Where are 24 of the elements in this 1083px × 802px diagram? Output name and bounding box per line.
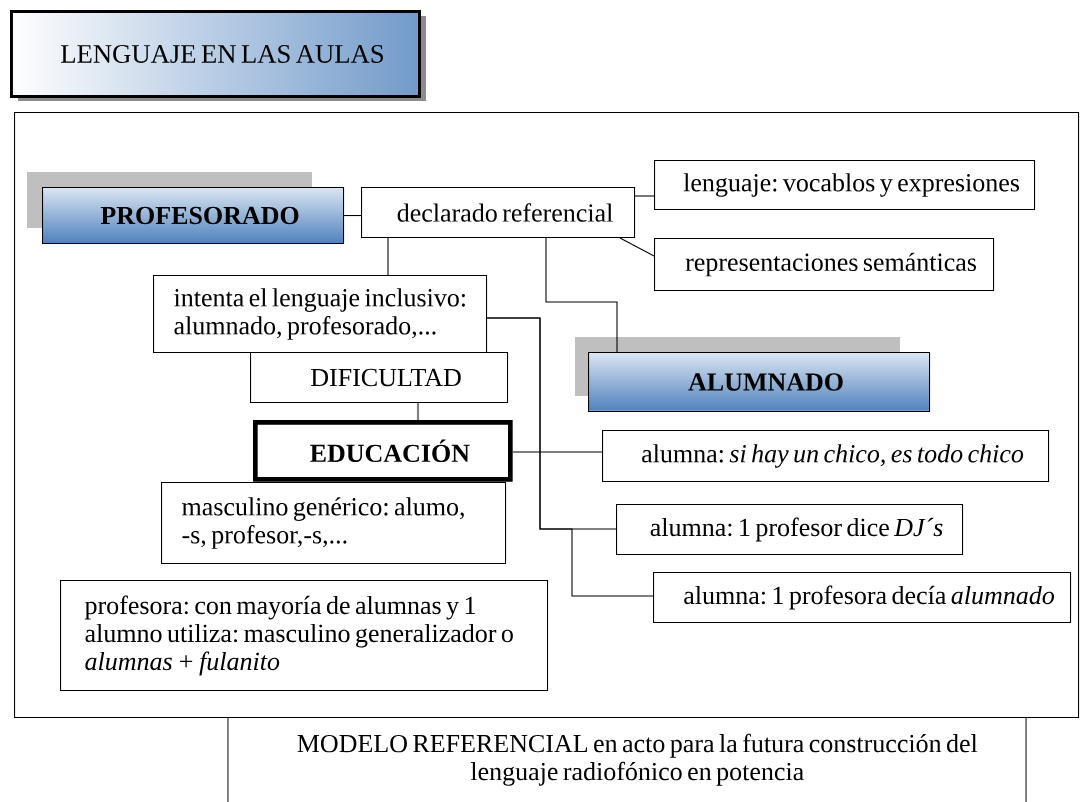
frame-box — [14, 112, 1080, 719]
connector-line — [486, 317, 654, 597]
connector-line — [343, 215, 362, 217]
note-box: MODELO REFERENCIAL en acto para la futura construcción del lenguaje radiofónico en potencia — [227, 716, 1027, 802]
text-box: DIFICULTAD — [250, 352, 509, 404]
connector-line — [387, 237, 389, 276]
text-box: declarado referencial — [361, 187, 636, 239]
category-box: ALUMNADO — [575, 337, 931, 413]
text-box: masculino genérico: alumo, -s, profesor,-s,... — [161, 482, 507, 565]
text-box: lenguaje: vocablos y expresiones — [654, 160, 1036, 211]
connector-line — [545, 237, 618, 353]
text-box: alumna: 1 profesora decía alumnado — [653, 572, 1072, 624]
text-box: intenta el lenguaje inclusivo: alumnado, profesorado,... — [153, 275, 488, 354]
connector-line — [634, 195, 655, 197]
title-box: LENGUAJE EN LAS AULAS — [10, 10, 426, 101]
category-box: PROFESORADO — [27, 172, 345, 245]
highlight-box: EDUCACIÓN — [253, 420, 513, 482]
connector-line — [416, 403, 420, 420]
text-box: alumna: si hay un chico, es todo chico — [602, 430, 1050, 483]
text-box: profesora: con mayoría de alumnas y 1 alumno utiliza: masculino generalizador o alumnas + fulanito — [60, 580, 549, 692]
connector-line — [512, 451, 603, 453]
text-box: representaciones semánticas — [654, 238, 995, 292]
connector-line — [619, 237, 655, 257]
text-box: alumna: 1 profesor dice DJ´s — [616, 504, 964, 556]
